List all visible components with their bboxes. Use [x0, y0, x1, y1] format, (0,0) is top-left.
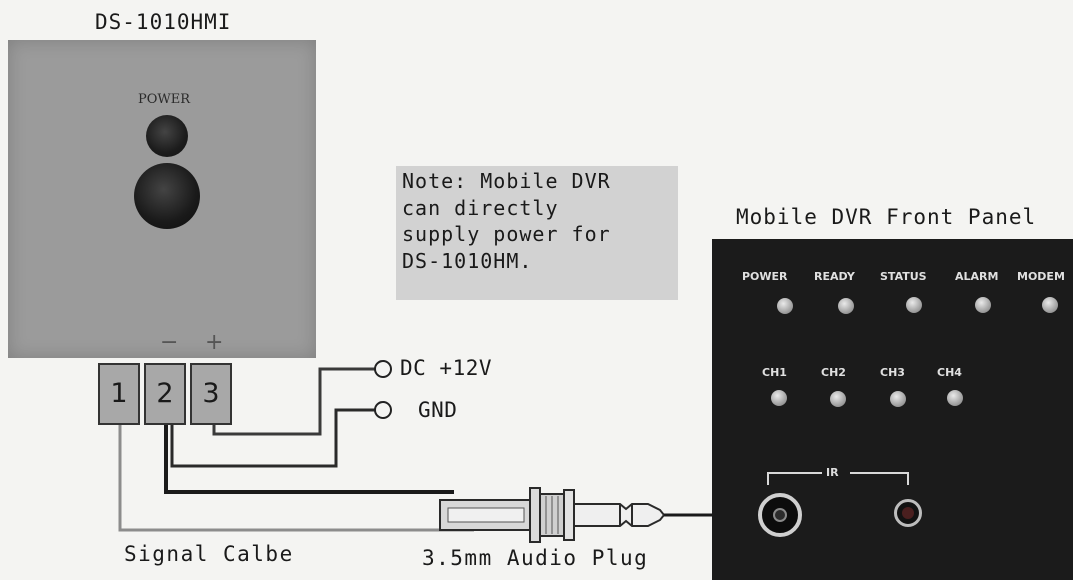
note-line: DS-1010HM.	[402, 248, 533, 273]
signal-cable-wire	[118, 425, 474, 532]
terminal-minus-label: −	[160, 330, 179, 355]
note-line: supply power for	[402, 222, 611, 246]
audio-jack-icon	[758, 493, 802, 537]
alarm-led-icon	[975, 297, 991, 313]
terminal-plus-label: +	[205, 330, 224, 355]
device-title: DS-1010HMI	[95, 10, 232, 34]
led-label-alarm: ALARM	[955, 270, 999, 283]
dvr-title: Mobile DVR Front Panel	[736, 205, 1037, 229]
gnd-wire	[170, 408, 376, 468]
note-line: can directly	[402, 195, 559, 220]
note-box	[396, 166, 678, 300]
gnd-label: GND	[418, 398, 458, 422]
gnd-connector-icon	[374, 401, 392, 419]
sensor-lens-icon	[134, 163, 200, 229]
terminal-2: 2	[144, 363, 186, 425]
power-led-icon	[777, 298, 793, 314]
led-label-modem: MODEM	[1017, 270, 1065, 283]
terminal-3: 3	[190, 363, 232, 425]
led-label-ready: READY	[814, 270, 855, 283]
ready-led-icon	[838, 298, 854, 314]
led-label-status: STATUS	[880, 270, 927, 283]
terminal-1: 1	[98, 363, 140, 425]
ir-label: IR	[826, 466, 839, 479]
signal-cable-label: Signal Calbe	[124, 542, 294, 566]
dc-12v-label: DC +12V	[400, 356, 493, 380]
audio-plug-label: 3.5mm Audio Plug	[422, 546, 649, 570]
power-indicator-icon	[146, 115, 188, 157]
led-label-ch4: CH4	[937, 366, 962, 379]
led-label-ch3: CH3	[880, 366, 905, 379]
ir-receiver-icon	[894, 499, 922, 527]
note-text: Note: Mobile DVR can directly supply pow…	[402, 168, 611, 274]
power-label: POWER	[138, 92, 191, 107]
ch2-led-icon	[830, 391, 846, 407]
ch4-led-icon	[947, 390, 963, 406]
audio-plug-icon	[439, 487, 666, 543]
modem-led-icon	[1042, 297, 1058, 313]
audio-wire	[164, 425, 454, 494]
led-label-ch2: CH2	[821, 366, 846, 379]
note-line: Note: Mobile DVR	[402, 169, 611, 193]
dc-connector-icon	[374, 360, 392, 378]
ch1-led-icon	[771, 390, 787, 406]
dc-wire	[212, 367, 376, 436]
ch3-led-icon	[890, 391, 906, 407]
status-led-icon	[906, 297, 922, 313]
ir-bracket	[767, 472, 909, 485]
led-label-power: POWER	[742, 270, 788, 283]
led-label-ch1: CH1	[762, 366, 787, 379]
